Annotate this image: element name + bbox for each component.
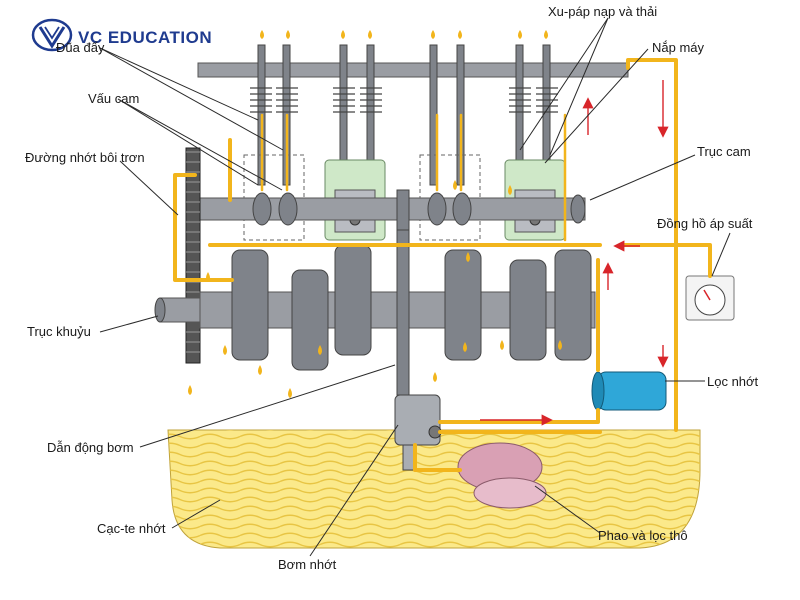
label-phao: Phao và lọc thô [598, 528, 688, 543]
label-bom-nhot: Bơm nhớt [278, 557, 337, 572]
pressure-gauge [685, 275, 735, 321]
label-nap-may: Nắp máy [652, 40, 705, 55]
logo-text: VC EDUCATION [78, 28, 212, 47]
label-dan-dong-bom: Dẫn động bơm [47, 440, 134, 455]
label-cac-te: Cạc-te nhớt [97, 521, 166, 536]
leader-lines [99, 17, 731, 557]
oil-pump [394, 394, 442, 471]
oil-filter [591, 371, 667, 411]
pump-drive-shaft [396, 229, 410, 396]
label-dong-ho: Đồng hồ áp suất [657, 216, 753, 231]
valve-spring-icon [250, 87, 558, 113]
oil-galleries [173, 58, 712, 472]
label-dua-day: Đũa đẩy [56, 40, 105, 55]
label-truc-khuyu: Trục khuỷu [27, 324, 91, 339]
vc-education-logo: VC EDUCATION [31, 18, 212, 52]
flywheel [185, 147, 201, 364]
oil-sump [167, 429, 701, 549]
label-duong-nhot: Đường nhớt bôi trơn [25, 150, 145, 165]
oil-galleries-thin [260, 113, 567, 242]
label-xu-pap: Xu-páp nạp và thải [548, 4, 657, 19]
camshaft [199, 189, 586, 231]
label-truc-cam: Trục cam [697, 144, 751, 159]
label-vau-cam: Vấu cam [88, 91, 139, 106]
crankshaft [154, 229, 596, 396]
labels: Đũa đẩy Vấu cam Đường nhớt bôi trơn Trục… [25, 4, 759, 572]
oil-flow-arrows [480, 80, 669, 426]
label-loc-nhot: Lọc nhớt [707, 374, 759, 389]
float-strainer [457, 442, 547, 509]
vc-education-logo-icon [31, 18, 73, 52]
oil-drops [188, 30, 562, 398]
